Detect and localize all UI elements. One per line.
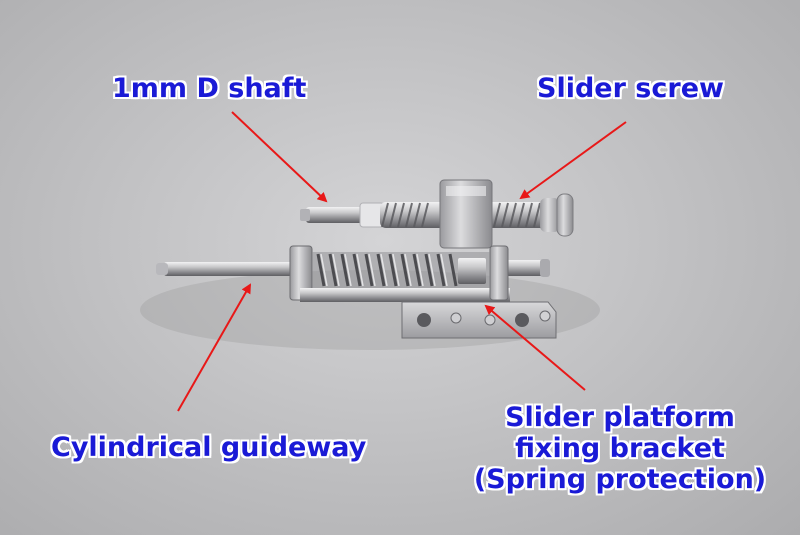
slider-screw — [380, 193, 574, 237]
d-shaft — [300, 202, 385, 228]
label-fixing-bracket: Slider platform fixing bracket (Spring p… — [470, 402, 770, 495]
label-fixing-bracket-line3: (Spring protection) — [473, 464, 767, 495]
arrow-guideway — [177, 283, 251, 412]
label-fixing-bracket-line2: fixing bracket — [515, 433, 725, 464]
label-cylindrical-guideway: Cylindrical guideway — [51, 432, 367, 463]
slider-nut — [439, 179, 493, 249]
label-fixing-bracket-line1: Slider platform — [505, 402, 735, 433]
pointer-arrows — [177, 111, 627, 412]
arrow-shaft — [231, 111, 328, 203]
arrow-screw — [519, 121, 627, 200]
fixing-bracket-plate — [401, 301, 557, 339]
label-slider-screw: Slider screw — [537, 73, 724, 104]
label-d-shaft: 1mm D shaft — [112, 73, 307, 104]
arrow-bracket — [484, 304, 586, 391]
spring-bracket — [289, 245, 510, 302]
